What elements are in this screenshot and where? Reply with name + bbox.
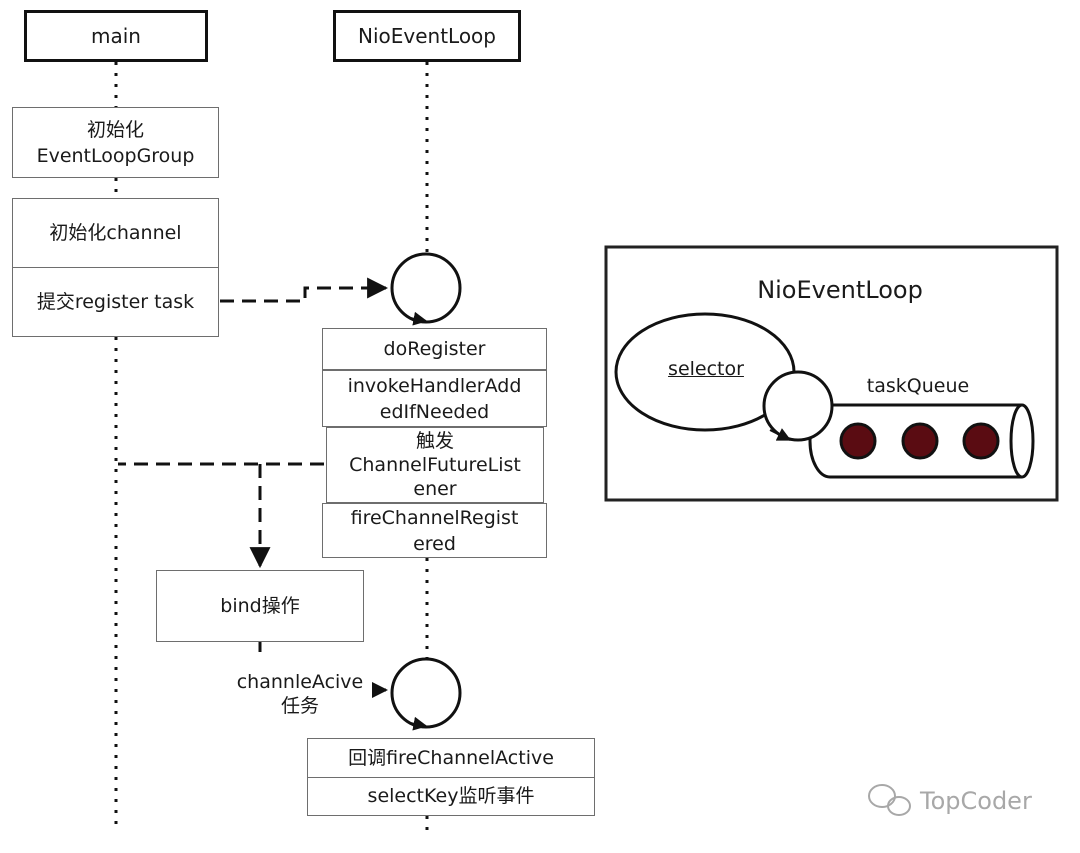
init-group-text: EventLoopGroup [36, 144, 195, 167]
wechat-icon [868, 784, 911, 816]
fire-channel-registered-box: fireChannelRegist ered [322, 503, 547, 558]
channel-active-task-label: channleAcive 任务 [228, 670, 372, 718]
queue-task-dot [839, 422, 877, 460]
trigger-listener-text: ChannelFutureList [349, 454, 521, 476]
legend-loop-circle [762, 370, 834, 442]
event-loop-cycle [390, 252, 462, 324]
loop-arrow [409, 311, 428, 326]
task-queue-label: taskQueue [866, 375, 970, 397]
legend-loop-arrow [769, 428, 792, 441]
fire-registered-text: fireChannelRegist [350, 506, 519, 529]
invoke-handler-added-box: invokeHandlerAdd edIfNeeded [322, 370, 547, 427]
init-group-text: 初始化 [86, 118, 144, 141]
queue-task-dot [901, 422, 939, 460]
init-channel-box: 初始化channel 提交register task [12, 198, 219, 337]
task-queue-end [1009, 403, 1035, 479]
lifeline-main-label: main [91, 24, 141, 48]
queue-task-dot [962, 422, 1000, 460]
init-channel-step: 初始化channel [49, 222, 182, 244]
lifeline-nio-label: NioEventLoop [357, 24, 496, 48]
do-register-box: doRegister [322, 328, 547, 370]
select-key-step: selectKey监听事件 [308, 776, 594, 816]
trigger-listener-text: 触发 [415, 430, 454, 452]
channel-active-text: 任务 [280, 695, 319, 717]
trigger-future-listener-box: 触发 ChannelFutureList ener [326, 427, 544, 503]
init-eventloopgroup-box: 初始化 EventLoopGroup [12, 107, 219, 178]
submit-register-arrow [220, 277, 389, 303]
channel-active-box: 回调fireChannelActive selectKey监听事件 [307, 738, 595, 816]
callback-fire-channel-active-step: 回调fireChannelActive [348, 746, 554, 769]
selector-label: selector [668, 358, 744, 380]
invoke-handler-text: edIfNeeded [379, 400, 490, 423]
watermark-text: TopCoder [920, 787, 1032, 815]
lifeline-main: main [24, 10, 208, 62]
fire-registered-text: ered [413, 532, 456, 555]
trigger-listener-text: ener [413, 478, 457, 500]
submit-register-task-step: 提交register task [13, 267, 218, 336]
channel-active-text: channleAcive [236, 671, 364, 693]
legend-title: NioEventLoop [757, 276, 923, 304]
bind-operation-box: bind操作 [156, 570, 364, 642]
invoke-handler-text: invokeHandlerAdd [347, 374, 522, 397]
loop-arrow [409, 716, 428, 731]
bind-text: bind操作 [220, 595, 300, 617]
lifeline-nioeventloop: NioEventLoop [333, 10, 521, 62]
event-loop-cycle [390, 657, 462, 729]
do-register-text: doRegister [383, 338, 486, 360]
